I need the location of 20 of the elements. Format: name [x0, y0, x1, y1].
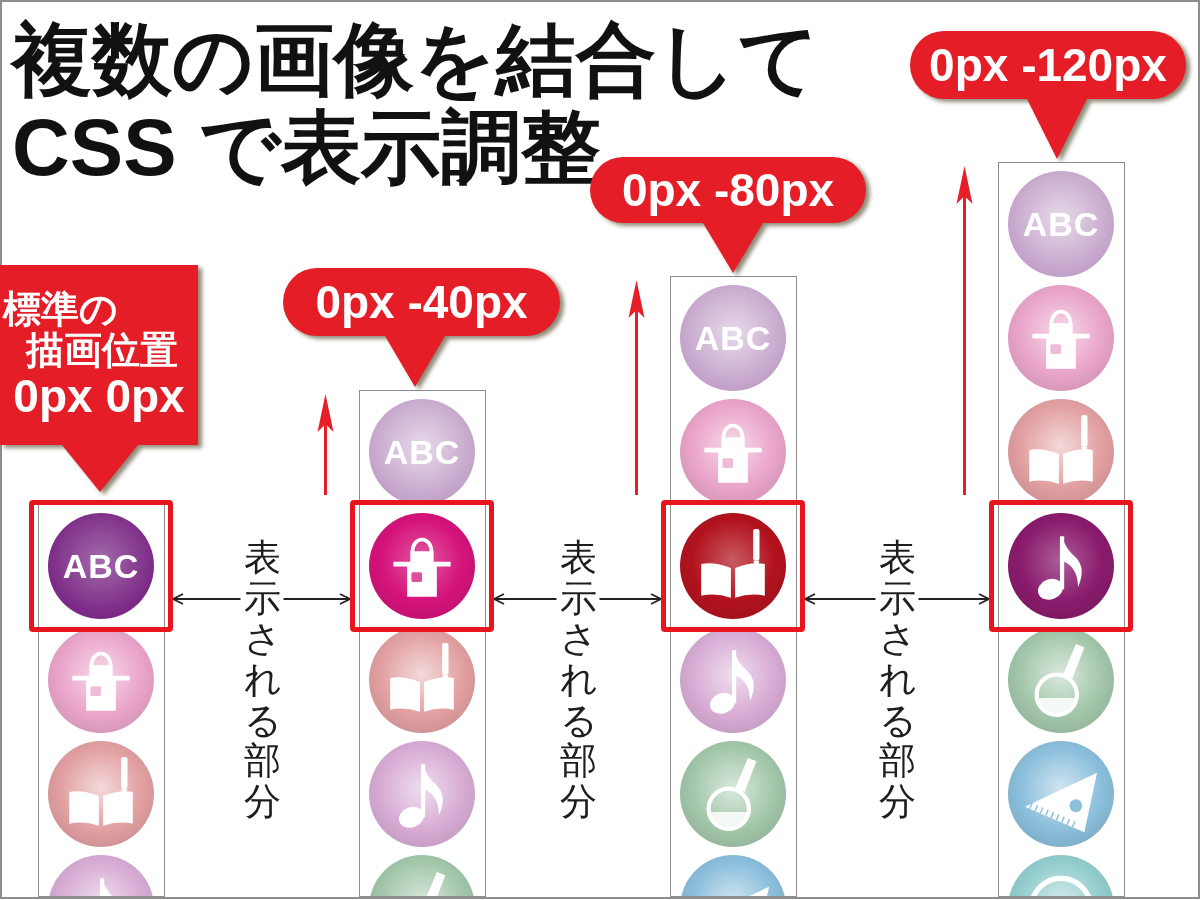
caption-text: 標準の描画位置 [3, 288, 179, 371]
letter-badge: ABC [1008, 171, 1114, 277]
caption-text: 表示される部分 [243, 538, 281, 823]
arrow [172, 593, 242, 605]
caption-text: 表示される部分 [559, 538, 597, 823]
caption-text: 表示される部分 [878, 538, 916, 823]
arrow [804, 593, 877, 605]
arrow [493, 593, 558, 605]
arrow [917, 593, 990, 605]
highlight-frame [29, 500, 173, 632]
letter-badge: ABC [48, 513, 154, 619]
highlight-frame [350, 500, 494, 632]
arrow [598, 593, 662, 605]
position-label: 0px -40px [315, 276, 528, 328]
position-label: 0px -120px [929, 39, 1167, 91]
position-label: 0px 0px [13, 370, 185, 422]
highlight-frame [661, 500, 805, 632]
arrow [282, 593, 351, 605]
highlight-frame [989, 500, 1133, 632]
letter-badge: ABC [680, 285, 786, 391]
